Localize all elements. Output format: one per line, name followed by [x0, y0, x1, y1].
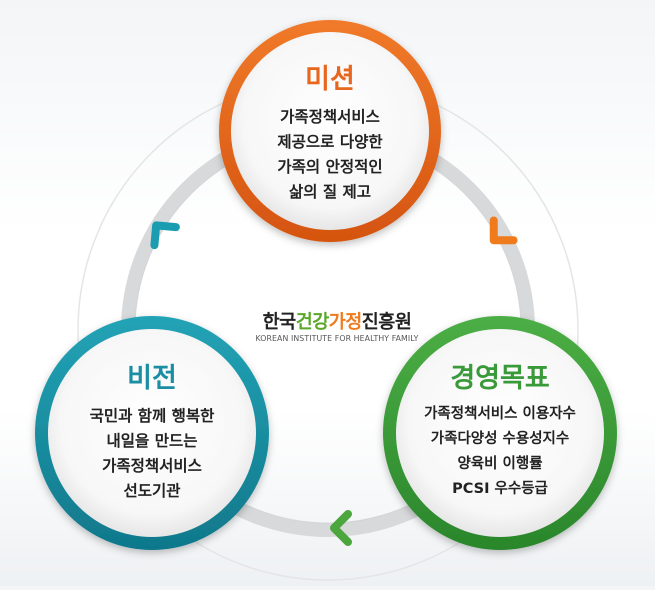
arrow-up-icon [150, 221, 180, 250]
goal-title: 경영목표 [450, 363, 550, 394]
logo-part-2: 건강 [295, 312, 330, 333]
mission-line: 삶의 질 제고 [288, 183, 372, 201]
mission-line: 가족정책서비스 [280, 108, 380, 126]
vision-title: 비전 [127, 363, 177, 394]
goal-line: 가족다양성 수용성지수 [430, 431, 570, 447]
vision-line: 내일을 만드는 [106, 432, 198, 450]
mission-circle [219, 20, 441, 242]
goal-line: PCSI 우수등급 [452, 481, 548, 497]
vision-body: 국민과 함께 행복한 내일을 만드는 가족정책서비스 선도기관 [52, 404, 252, 504]
logo-part-4: 진흥원 [361, 312, 412, 333]
goal-body: 가족정책서비스 이용자수 가족다양성 수용성지수 양육비 이행률 PCSI 우수… [400, 402, 600, 502]
vision-line: 국민과 함께 행복한 [89, 407, 215, 425]
mission-title: 미션 [305, 64, 355, 95]
vision-circle [35, 316, 269, 550]
arrow-left-icon [330, 510, 352, 546]
vision-line: 가족정책서비스 [102, 457, 202, 475]
arrow-right-down-icon [489, 216, 518, 245]
mission-line: 가족의 안정적인 [277, 158, 383, 176]
logo-part-1: 한국 [262, 312, 297, 333]
mission-line: 제공으로 다양한 [277, 133, 383, 151]
logo-part-3: 가정 [328, 312, 363, 333]
logo-korean: 한국건강가정진흥원 [253, 308, 421, 334]
mission-body: 가족정책서비스 제공으로 다양한 가족의 안정적인 삶의 질 제고 [240, 105, 420, 205]
goal-line: 양육비 이행률 [457, 456, 543, 472]
vision-line: 선도기관 [123, 482, 181, 500]
goal-line: 가족정책서비스 이용자수 [424, 406, 576, 422]
logo-english: KOREAN INSTITUTE FOR HEALTHY FAMILY [255, 334, 419, 343]
goal-circle [383, 316, 617, 550]
